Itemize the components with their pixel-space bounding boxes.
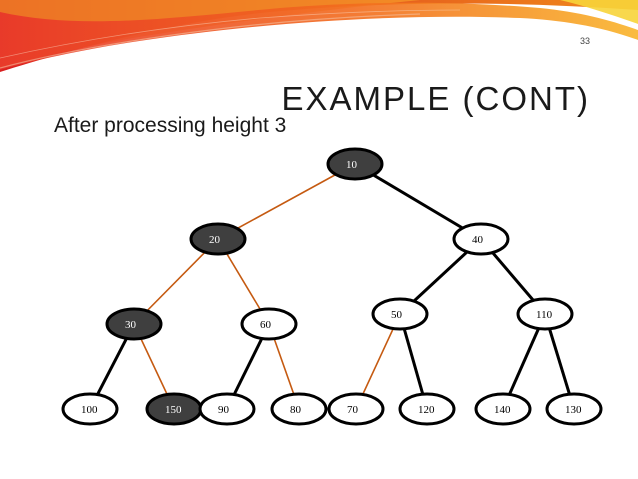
tree-node-label: 120 [418, 404, 435, 416]
tree-node-shape [327, 392, 385, 426]
tree-node-label: 80 [290, 404, 302, 416]
tree-node-label: 50 [391, 309, 403, 321]
tree-node-shape [516, 297, 574, 331]
tree-node-140: 140 [474, 392, 532, 426]
tree-node-label: 110 [536, 309, 553, 321]
tree-node-150: 150 [145, 392, 203, 426]
tree-node-90: 90 [198, 392, 256, 426]
tree-node-30: 30 [105, 307, 163, 341]
tree-node-80: 80 [270, 392, 328, 426]
tree-node-label: 130 [565, 404, 582, 416]
tree-node-label: 20 [209, 234, 221, 246]
tree-node-70: 70 [327, 392, 385, 426]
tree-node-shape [61, 392, 119, 426]
tree-node-40: 40 [452, 222, 510, 256]
tree-node-label: 40 [472, 234, 484, 246]
slide-title: EXAMPLE (CONT) [281, 80, 590, 117]
tree-node-shape [326, 147, 384, 181]
tree-edge-10-20 [217, 163, 356, 240]
tree-node-label: 150 [165, 404, 182, 416]
tree-node-label: 10 [346, 159, 358, 171]
tree-node-shape [240, 307, 298, 341]
tree-node-shape [545, 392, 603, 426]
tree-node-10: 10 [326, 147, 384, 181]
decorative-banner [0, 0, 638, 72]
page-number: 33 [579, 36, 590, 46]
tree-node-50: 50 [371, 297, 429, 331]
tree-node-shape [105, 307, 163, 341]
tree-node-20: 20 [189, 222, 247, 256]
tree-node-shape [189, 222, 247, 256]
tree-node-label: 30 [125, 319, 137, 331]
tree-node-label: 140 [494, 404, 511, 416]
tree-nodes: 10 20 40 30 60 50 110 100 150 90 80 70 120 140 130 [61, 147, 603, 426]
tree-node-shape [198, 392, 256, 426]
tree-edge-10-40 [354, 162, 482, 241]
tree-node-shape [398, 392, 456, 426]
tree-node-label: 100 [81, 404, 98, 416]
slide-subtitle: After processing height 3 [54, 114, 287, 137]
tree-node-120: 120 [398, 392, 456, 426]
tree-node-label: 90 [218, 404, 230, 416]
tree-node-shape [452, 222, 510, 256]
tree-node-130: 130 [545, 392, 603, 426]
tree-node-shape [474, 392, 532, 426]
tree-node-shape [371, 297, 429, 331]
tree-node-100: 100 [61, 392, 119, 426]
tree-edges [88, 162, 576, 410]
tree-node-label: 70 [347, 404, 359, 416]
tree-node-shape [270, 392, 328, 426]
tree-node-label: 60 [260, 319, 272, 331]
tree-node-60: 60 [240, 307, 298, 341]
tree-node-110: 110 [516, 297, 574, 331]
